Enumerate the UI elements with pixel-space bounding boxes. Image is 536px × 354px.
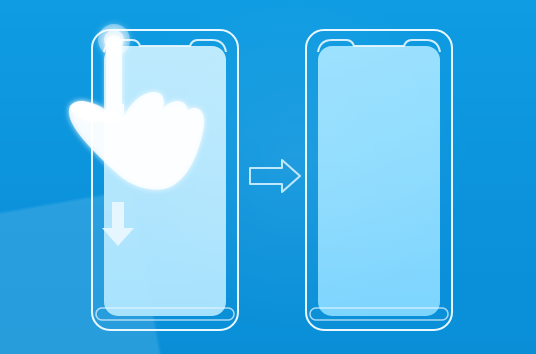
right-arrow-icon	[250, 160, 300, 192]
phone-right-icon	[306, 30, 452, 330]
